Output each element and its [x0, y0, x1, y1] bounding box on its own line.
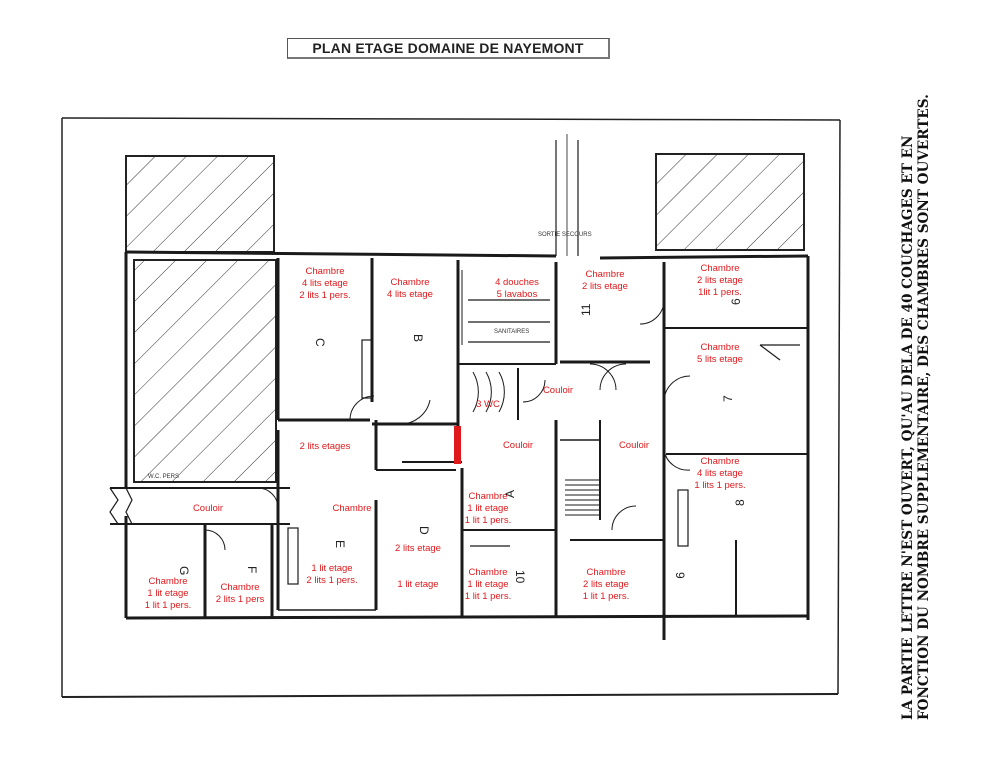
room-a-beds-1: 1 lit etage: [467, 503, 508, 514]
room-g-title: Chambre: [148, 576, 187, 587]
corridor-right-label: Couloir: [619, 440, 649, 451]
room-11: Chambre 2 lits etage 11: [579, 269, 628, 316]
room-9-title: Chambre: [586, 567, 625, 578]
room-6-beds-1: 2 lits etage: [697, 275, 743, 286]
room-10-beds-1: 1 lit etage: [467, 579, 508, 590]
opening-note: LA PARTIE LETTRE N'EST OUVERT, QU'AU DEL…: [900, 80, 960, 720]
room-e: Chambre 1 lit etage 2 lits 1 pers. E: [306, 503, 371, 586]
room-11-title: Chambre: [585, 269, 624, 280]
room-8-number: 8: [733, 499, 747, 506]
room-9-beds-1: 2 lits etage: [583, 579, 629, 590]
room-b-title: Chambre: [390, 277, 429, 288]
sign-exit: SORTIE SECOURS: [538, 232, 592, 238]
room-b: Chambre 4 lits etage B: [387, 277, 433, 342]
room-8-beds-1: 4 lits etage: [697, 468, 743, 479]
sign-sanitaires: SANITAIRES: [494, 329, 529, 335]
hatched-areas: [125, 153, 805, 483]
room-g-beds-1: 1 lit etage: [147, 588, 188, 599]
room-f: F Chambre 2 lits 1 pers: [216, 566, 265, 605]
note-line-1: LA PARTIE LETTRE N'EST OUVERT, QU'AU DEL…: [900, 135, 916, 720]
room-e-beds-2: 2 lits 1 pers.: [306, 575, 357, 586]
room-c-letter: C: [313, 338, 327, 347]
wc-label: 3 WC: [476, 399, 500, 410]
room-c: Chambre 4 lits etage 2 lits 1 pers. C: [299, 266, 350, 347]
room-7-title: Chambre: [700, 342, 739, 353]
corridor-upper-label: Couloir: [543, 385, 573, 396]
room-d: D 2 lits etage 1 lit etage: [395, 526, 441, 590]
corridor-left-label: Couloir: [193, 503, 223, 514]
note-line-2: FONCTION DU NOMBRE SUPPLEMENTAIRE, DES C…: [916, 94, 932, 720]
room-d-beds-1: 2 lits etage: [395, 543, 441, 554]
hatched-area-left: [133, 259, 277, 483]
walls: [109, 134, 810, 640]
room-6-title: Chambre: [700, 263, 739, 274]
room-d-letter: D: [417, 526, 431, 535]
room-9-number: 9: [673, 572, 687, 579]
room-a-beds-2: 1 lit 1 pers.: [465, 515, 511, 526]
room-8: Chambre 4 lits etage 1 lits 1 pers. 8: [694, 456, 747, 506]
room-g-letter: G: [177, 566, 191, 575]
corridor-middle-label: Couloir: [503, 440, 533, 451]
room-cd-upper-beds: 2 lits etages: [300, 441, 351, 452]
sanitaires-sinks: 5 lavabos: [497, 289, 538, 300]
floor-plan: SORTIE SECOURS SANITAIRES W.C. PERS Cham…: [61, 117, 841, 698]
room-sanitaires: 4 douches 5 lavabos: [495, 277, 539, 300]
room-9-beds-2: 1 lit 1 pers.: [583, 591, 629, 602]
room-f-letter: F: [245, 566, 259, 573]
room-b-beds-1: 4 lits etage: [387, 289, 433, 300]
room-9: Chambre 2 lits etage 1 lit 1 pers. 9: [583, 567, 687, 602]
hatched-area-top-left: [125, 155, 275, 253]
room-10-title: Chambre: [468, 567, 507, 578]
room-6-beds-2: 1lit 1 pers.: [698, 287, 742, 298]
highlight-partition: [454, 426, 461, 464]
room-g-beds-2: 1 lit 1 pers.: [145, 600, 191, 611]
room-7-number: 7: [721, 395, 735, 402]
room-c-title: Chambre: [305, 266, 344, 277]
room-10: Chambre 1 lit etage 1 lit 1 pers. 10: [465, 567, 527, 602]
room-a-letter: A: [503, 490, 517, 498]
plan-title: PLAN ETAGE DOMAINE DE NAYEMONT: [287, 38, 610, 59]
sanitaires-showers: 4 douches: [495, 277, 539, 288]
room-d-beds-2: 1 lit etage: [397, 579, 438, 590]
room-f-beds-1: 2 lits 1 pers: [216, 594, 265, 605]
hatched-area-top-right: [655, 153, 805, 251]
room-10-beds-2: 1 lit 1 pers.: [465, 591, 511, 602]
room-8-title: Chambre: [700, 456, 739, 467]
room-a: Chambre 1 lit etage 1 lit 1 pers. A: [465, 490, 517, 526]
room-g: G Chambre 1 lit etage 1 lit 1 pers.: [145, 566, 191, 611]
room-10-number: 10: [513, 570, 527, 584]
room-7: Chambre 5 lits etage 7: [697, 342, 743, 402]
room-e-beds-1: 1 lit etage: [311, 563, 352, 574]
room-6: Chambre 2 lits etage 1lit 1 pers. 6: [697, 263, 743, 305]
page-frame: [61, 117, 841, 698]
room-11-number: 11: [579, 303, 593, 316]
room-e-title: Chambre: [332, 503, 371, 514]
room-c-beds-1: 4 lits etage: [302, 278, 348, 289]
sign-wc-pers: W.C. PERS: [148, 474, 179, 480]
room-b-letter: B: [411, 334, 425, 342]
room-11-beds-1: 2 lits etage: [582, 281, 628, 292]
room-f-title: Chambre: [220, 582, 259, 593]
room-a-title: Chambre: [468, 491, 507, 502]
room-6-number: 6: [729, 298, 743, 305]
room-7-beds-1: 5 lits etage: [697, 354, 743, 365]
room-c-beds-2: 2 lits 1 pers.: [299, 290, 350, 301]
room-e-letter: E: [333, 540, 347, 548]
room-8-beds-2: 1 lits 1 pers.: [694, 480, 745, 491]
